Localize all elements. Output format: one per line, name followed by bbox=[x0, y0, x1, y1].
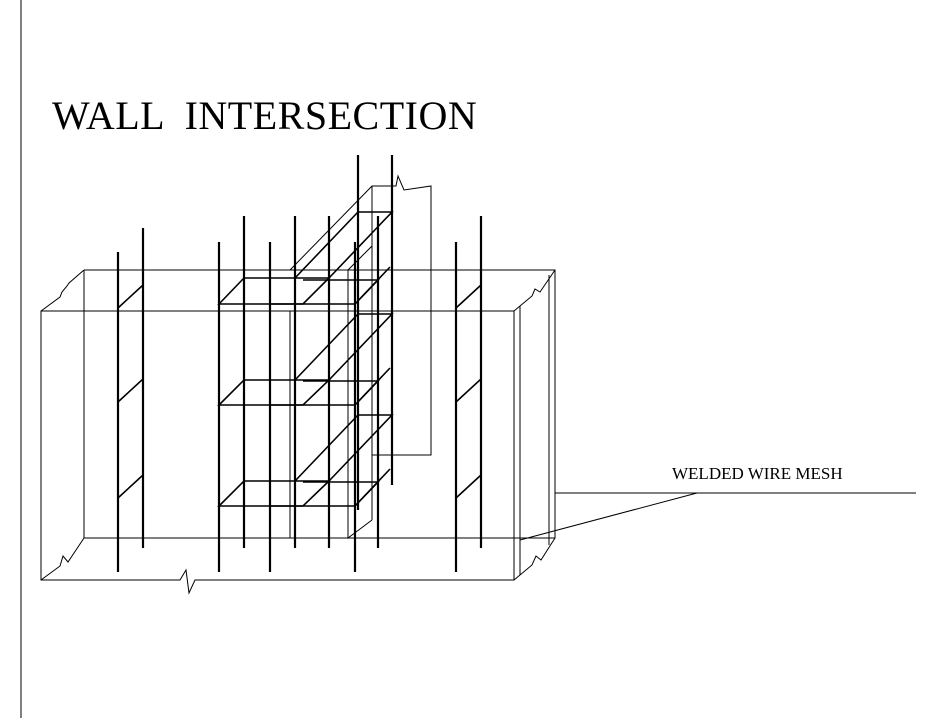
intersecting-wall-outline bbox=[289, 174, 432, 539]
drawing-title: WALL INTERSECTION bbox=[52, 93, 477, 138]
main-wall-outline bbox=[40, 269, 556, 595]
vertical-bars bbox=[116, 155, 483, 572]
welded-wire-mesh-label: WELDED WIRE MESH bbox=[672, 464, 843, 483]
mesh-cross-wires bbox=[117, 284, 482, 499]
horizontal-ties bbox=[217, 211, 394, 507]
welded-wire-mesh-leader bbox=[519, 492, 916, 541]
